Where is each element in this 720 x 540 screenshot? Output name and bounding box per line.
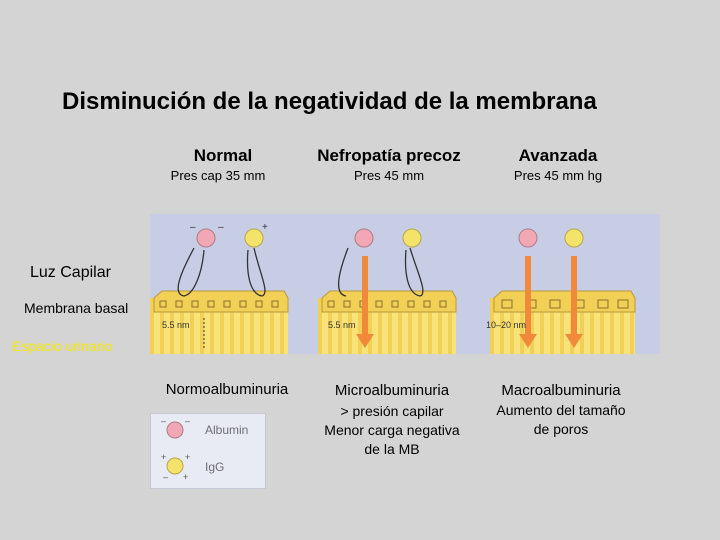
charge-sign: + <box>262 222 268 233</box>
membrane-pores-enlarged <box>501 299 629 309</box>
label-capillary-lumen: Luz Capilar <box>30 264 111 281</box>
basement-membrane <box>321 290 457 313</box>
basement-membrane <box>493 290 636 313</box>
albumin-molecule <box>354 228 374 248</box>
leak-arrow-shaft-albumin <box>525 256 531 336</box>
slide-title: Disminución de la negatividad de la memb… <box>62 88 597 115</box>
pore-size-early: 5.5 nm <box>328 320 356 330</box>
note-line: de poros <box>533 421 589 437</box>
result-early: Microalbuminuria <box>334 382 450 399</box>
basement-membrane <box>153 290 289 313</box>
notes-advanced: Aumento del tamaño de poros <box>471 401 651 439</box>
albumin-molecule <box>196 228 216 248</box>
panel-advanced: 10–20 nm <box>486 228 636 354</box>
pressure-advanced: Pres 45 mm hg <box>513 168 603 183</box>
result-advanced: Macroalbuminuria <box>501 382 621 399</box>
igg-legend-icon <box>166 457 184 475</box>
result-normal: Normoalbuminuria <box>165 381 289 398</box>
charge-sign: – <box>163 472 168 482</box>
charge-sign: – <box>218 222 224 233</box>
charge-sign: – <box>190 222 196 233</box>
charge-sign: + <box>161 452 166 462</box>
charge-sign: + <box>183 472 188 482</box>
albumin-legend-icon <box>166 421 184 439</box>
pore-size-normal: 5.5 nm <box>162 320 190 330</box>
legend-albumin-label: Albumin <box>205 423 249 437</box>
igg-molecule <box>244 228 264 248</box>
legend-igg-label: IgG <box>205 460 225 474</box>
leak-arrow-shaft-igg <box>571 256 577 336</box>
albumin-molecule <box>518 228 538 248</box>
notes-early: > presión capilar Menor carga negativa d… <box>302 402 482 459</box>
repelled-path <box>404 247 424 297</box>
repelled-path <box>246 247 266 297</box>
pressure-early: Pres 45 mm <box>353 168 425 183</box>
label-basement-membrane: Membrana basal <box>24 300 129 316</box>
membrane-pores <box>159 300 279 308</box>
charge-sign: – <box>185 416 190 426</box>
leak-arrow-head-igg <box>565 334 583 348</box>
note-line: de la MB <box>364 441 420 457</box>
igg-molecule <box>564 228 584 248</box>
repelled-path <box>338 247 349 297</box>
leak-arrow-shaft <box>362 256 368 336</box>
column-heading-early-nephropathy: Nefropatía precoz <box>317 146 461 165</box>
label-urinary-space: Espacio urinario <box>12 338 113 354</box>
membrane-diagram-svg: – – + 5.5 nm 5.5 nm <box>150 222 636 354</box>
note-line: Aumento del tamaño <box>496 402 626 418</box>
panel-early: 5.5 nm <box>318 228 457 354</box>
charge-sign: + <box>185 452 190 462</box>
molecule-legend: – – + + – + Albumin IgG <box>150 413 266 489</box>
column-heading-normal: Normal <box>193 146 253 165</box>
leak-arrow-head <box>356 334 374 348</box>
repelled-path <box>177 247 205 297</box>
glomerular-membrane-diagram: – – + 5.5 nm 5.5 nm <box>150 214 660 354</box>
charge-sign: – <box>161 416 166 426</box>
pore-size-advanced: 10–20 nm <box>486 320 526 330</box>
legend-svg: – – + + – + <box>161 416 190 482</box>
panel-normal: – – + 5.5 nm <box>150 222 289 354</box>
note-line: Menor carga negativa <box>324 422 460 438</box>
column-heading-advanced: Avanzada <box>518 146 598 165</box>
leak-arrow-head-albumin <box>519 334 537 348</box>
pressure-normal: Pres cap 35 mm <box>170 168 266 183</box>
note-line: > presión capilar <box>340 403 444 419</box>
igg-molecule <box>402 228 422 248</box>
